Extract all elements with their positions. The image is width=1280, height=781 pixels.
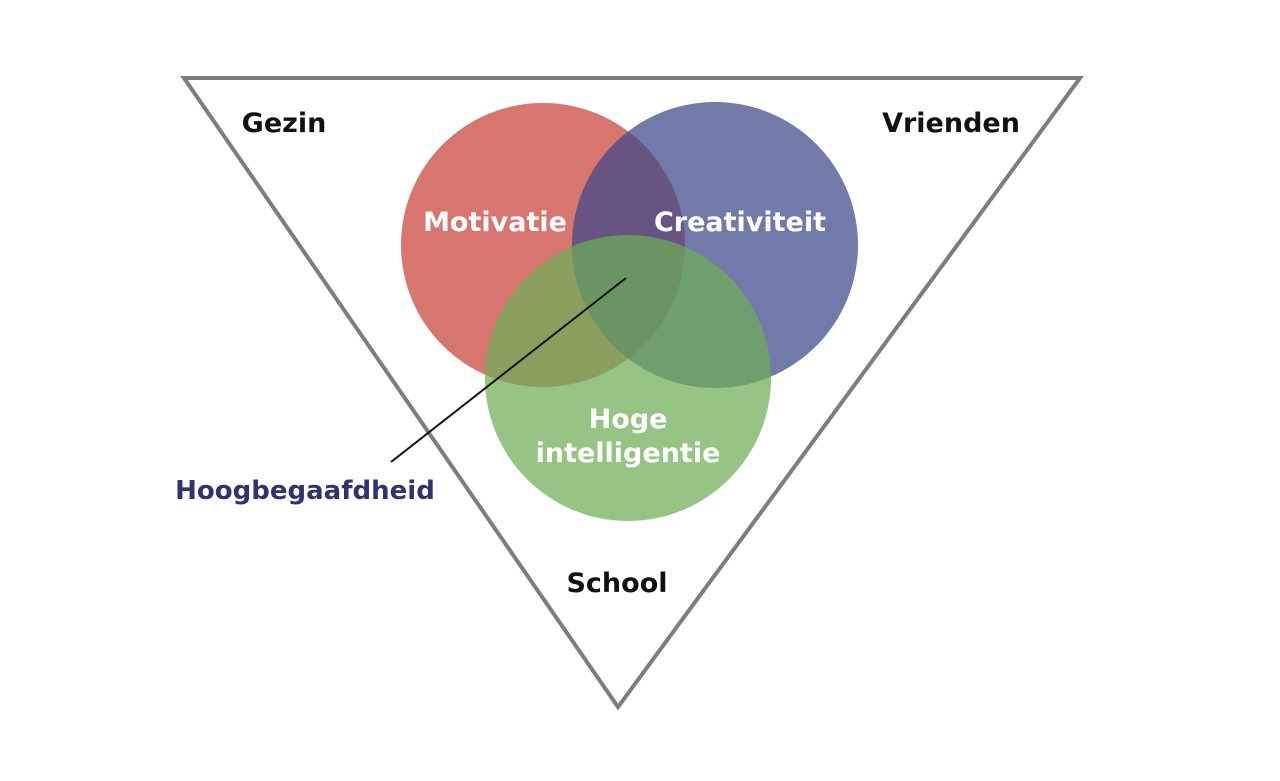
callout-pointer-line [390,277,627,463]
corner-label-gezin: Gezin [242,108,327,139]
corner-label-vrienden: Vrienden [882,108,1020,139]
circle-label-intelligentie: intelligentie [536,438,721,469]
circle-label-hoge: Hoge [589,404,668,435]
circle-hoge-intelligentie [485,235,771,521]
callout-label-hoogbegaafdheid: Hoogbegaafdheid [175,476,435,506]
environment-triangle [180,76,1084,711]
corner-label-school: School [566,568,667,599]
venn-circles [401,102,858,521]
circle-label-motivatie: Motivatie [423,207,567,238]
circle-label-creativiteit: Creativiteit [654,207,826,238]
